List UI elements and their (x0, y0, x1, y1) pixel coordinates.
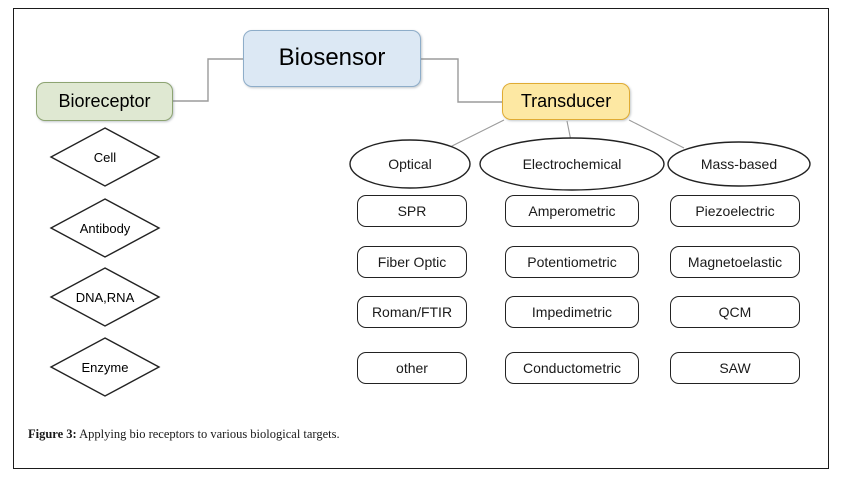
leaf-box-label: Fiber Optic (377, 254, 447, 270)
leaf-box-label: Roman/FTIR (371, 304, 453, 320)
electrochemical-item-impedimetric[interactable]: Impedimetric (505, 296, 639, 328)
node-transducer[interactable]: Transducer (502, 83, 630, 120)
electrochemical-item-amperometric[interactable]: Amperometric (505, 195, 639, 227)
optical-item-spr[interactable]: SPR (357, 195, 467, 227)
optical-item-fiber-optic[interactable]: Fiber Optic (357, 246, 467, 278)
node-biosensor[interactable]: Biosensor (243, 30, 421, 87)
transducer-group-label: Electrochemical (522, 156, 622, 172)
leaf-box-label: Impedimetric (531, 304, 613, 320)
transducer-group-electrochemical[interactable]: Electrochemical (478, 136, 666, 192)
transducer-group-label: Optical (388, 156, 432, 172)
optical-item-roman-ftir[interactable]: Roman/FTIR (357, 296, 467, 328)
node-bioreceptor-label: Bioreceptor (58, 90, 151, 111)
electrochemical-item-potentiometric[interactable]: Potentiometric (505, 246, 639, 278)
figure-caption-label: Figure 3: (28, 427, 77, 441)
leaf-box-label: Conductometric (522, 360, 622, 376)
optical-item-other[interactable]: other (357, 352, 467, 384)
bioreceptor-type-label: DNA,RNA (75, 289, 135, 305)
bioreceptor-type-label: Antibody (79, 220, 131, 236)
bioreceptor-type-antibody[interactable]: Antibody (49, 197, 161, 259)
transducer-group-mass-based[interactable]: Mass-based (666, 140, 812, 188)
mass-based-item-magnetoelastic[interactable]: Magnetoelastic (670, 246, 800, 278)
node-bioreceptor[interactable]: Bioreceptor (36, 82, 173, 121)
bioreceptor-type-label: Cell (93, 149, 117, 165)
leaf-box-label: SAW (719, 360, 751, 376)
bioreceptor-type-cell[interactable]: Cell (49, 126, 161, 188)
leaf-box-label: Amperometric (528, 203, 616, 219)
electrochemical-item-conductometric[interactable]: Conductometric (505, 352, 639, 384)
node-transducer-label: Transducer (520, 90, 612, 111)
transducer-group-optical[interactable]: Optical (348, 138, 472, 190)
leaf-box-label: Potentiometric (527, 254, 617, 270)
leaf-box-label: SPR (397, 203, 427, 219)
mass-based-item-saw[interactable]: SAW (670, 352, 800, 384)
bioreceptor-type-enzyme[interactable]: Enzyme (49, 336, 161, 398)
mass-based-item-qcm[interactable]: QCM (670, 296, 800, 328)
leaf-box-label: other (396, 360, 428, 376)
figure-caption: Figure 3: Applying bio receptors to vari… (28, 427, 728, 442)
transducer-group-label: Mass-based (700, 156, 778, 172)
leaf-box-label: Magnetoelastic (687, 254, 783, 270)
bioreceptor-type-dna-rna[interactable]: DNA,RNA (49, 266, 161, 328)
figure-caption-text: Applying bio receptors to various biolog… (76, 427, 340, 441)
bioreceptor-type-label: Enzyme (81, 359, 129, 375)
leaf-box-label: Piezoelectric (695, 203, 775, 219)
node-biosensor-label: Biosensor (278, 44, 386, 72)
mass-based-item-piezoelectric[interactable]: Piezoelectric (670, 195, 800, 227)
leaf-box-label: QCM (718, 304, 752, 320)
